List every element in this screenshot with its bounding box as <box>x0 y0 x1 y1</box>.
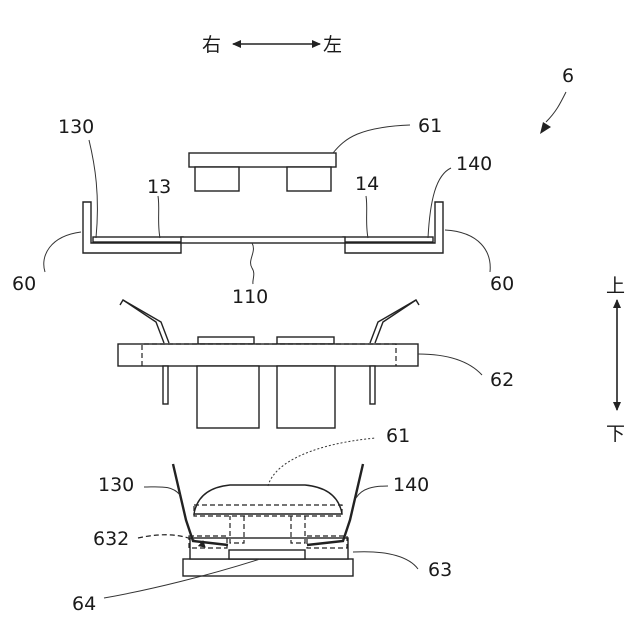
label-632: 632 <box>93 528 129 550</box>
top-pad-right <box>277 337 334 344</box>
label-61-top: 61 <box>418 115 442 137</box>
leader-63 <box>353 552 418 569</box>
top-pad-left <box>198 337 254 344</box>
component-61-body <box>189 153 336 167</box>
up-direction-label: 上 <box>606 275 625 297</box>
label-60-right: 60 <box>490 273 514 295</box>
right-lower-lead <box>370 366 375 404</box>
component-61-left-block <box>195 167 239 191</box>
label-140-bottom: 140 <box>393 474 429 496</box>
element-64 <box>229 550 305 559</box>
label-140-top: 140 <box>456 153 492 175</box>
left-bent-lead-inner <box>123 300 164 343</box>
right-plate-140 <box>343 237 433 242</box>
figure-number-label: 6 <box>562 65 574 87</box>
label-13: 13 <box>147 176 171 198</box>
label-64: 64 <box>72 593 96 615</box>
figure-reference: 6 <box>540 65 574 134</box>
left-plate-130 <box>93 237 183 242</box>
substrate-110 <box>181 237 345 243</box>
leader-14 <box>366 196 368 238</box>
label-61-bottom: 61 <box>386 425 410 447</box>
lower-block-left <box>197 366 259 428</box>
component-62-middle: 62 <box>118 300 514 428</box>
encapsulation-dome <box>194 485 342 514</box>
right-bent-lead-inner <box>375 300 416 343</box>
label-130-bottom: 130 <box>98 474 134 496</box>
label-110: 110 <box>232 286 268 308</box>
left-direction-label: 左 <box>323 34 342 56</box>
leader-61-top <box>333 125 410 153</box>
label-14: 14 <box>355 173 379 195</box>
right-direction-label: 右 <box>202 34 221 56</box>
leader-140-bottom <box>356 486 388 498</box>
assembled-view-bottom: 61 130 140 632 63 64 <box>72 425 452 615</box>
component-61-right-block <box>287 167 331 191</box>
left-lower-lead <box>163 366 168 404</box>
label-130-top: 130 <box>58 116 94 138</box>
lower-block-right <box>277 366 335 428</box>
component-61-top: 61 <box>189 115 442 191</box>
base-63 <box>183 559 353 576</box>
horizontal-direction-indicator: 右 左 <box>202 34 342 56</box>
down-direction-label: 下 <box>606 423 625 445</box>
leader-60-left <box>44 232 81 272</box>
leader-13 <box>158 196 160 238</box>
leader-110 <box>251 243 254 284</box>
leader-60-right <box>445 230 490 272</box>
vertical-direction-indicator: 上 下 <box>606 275 625 445</box>
substrate-assembly-top: 130 140 13 14 60 60 110 <box>12 116 514 308</box>
label-62: 62 <box>490 369 514 391</box>
component-62-body <box>118 344 418 366</box>
label-60-left: 60 <box>12 273 36 295</box>
figure-reference-arrowhead <box>540 122 551 134</box>
leader-62 <box>418 354 482 375</box>
figure-reference-leader <box>546 92 566 122</box>
leader-130-bottom <box>144 487 180 495</box>
label-63: 63 <box>428 559 452 581</box>
